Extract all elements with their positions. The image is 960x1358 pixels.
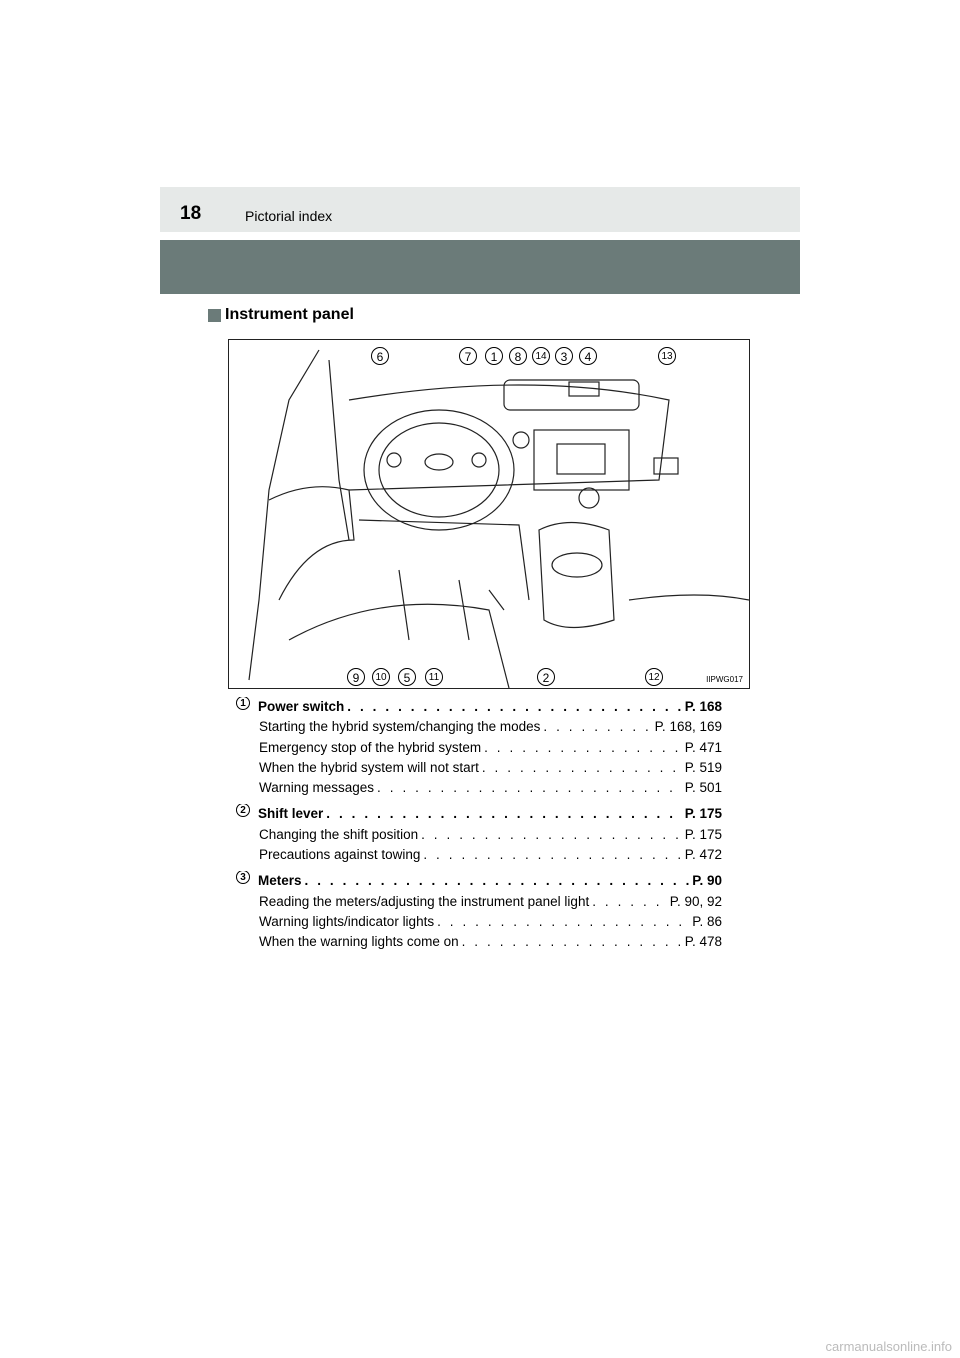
item-title: Power switch	[258, 699, 345, 714]
page-ref[interactable]: P. 168	[684, 699, 722, 714]
callout-6: 6	[371, 347, 389, 365]
page-number: 18	[180, 203, 202, 224]
callout-3: 3	[555, 347, 573, 365]
page-ref[interactable]: P. 471	[684, 739, 722, 755]
callout-5: 5	[398, 668, 416, 686]
page-ref[interactable]: P. 90, 92	[669, 893, 722, 909]
callout-11: 11	[425, 668, 443, 686]
section-bullet-icon	[208, 308, 221, 322]
sub-item: When the warning lights come on	[259, 934, 459, 950]
sub-item: Changing the shift position	[259, 826, 419, 842]
callout-9: 9	[347, 668, 365, 686]
page-ref[interactable]: P. 478	[684, 934, 722, 950]
list-item: 3 Meters P. 90 Reading the meters/adjustin…	[236, 871, 722, 952]
sub-item: Reading the meters/adjusting the instrum…	[259, 893, 590, 909]
list-item: 2 Shift lever P. 175 Changing the shift po…	[236, 804, 722, 865]
page-ref[interactable]: P. 175	[684, 806, 722, 822]
callout-1: 1	[485, 347, 503, 365]
page-ref[interactable]: P. 501	[684, 780, 722, 796]
page-ref[interactable]: P. 519	[684, 759, 722, 775]
instrument-panel-illustration: 6 7 1 8 14 3 4 13 9 10 5 11 2 12 IIPWG01…	[228, 339, 750, 689]
sub-item: Starting the hybrid system/changing the …	[259, 719, 541, 735]
callout-13: 13	[658, 347, 676, 365]
item-title: Meters	[258, 873, 302, 889]
page-ref[interactable]: P. 175	[684, 826, 722, 842]
section-heading: Instrument panel	[208, 306, 354, 324]
item-number: 3	[236, 871, 250, 885]
callout-10: 10	[372, 668, 390, 686]
figure-id: IIPWG017	[706, 675, 743, 684]
page-ref[interactable]: P. 90	[692, 873, 722, 889]
sub-item: Precautions against towing	[259, 847, 421, 863]
callout-2: 2	[537, 668, 555, 686]
item-number: 2	[236, 804, 250, 818]
header-band	[160, 240, 800, 294]
callout-7: 7	[459, 347, 477, 365]
dashboard-drawing	[248, 349, 749, 688]
callout-8: 8	[509, 347, 527, 365]
sub-item: Warning messages	[259, 780, 375, 796]
page-ref[interactable]: P. 472	[684, 847, 722, 863]
callout-4: 4	[579, 347, 597, 365]
section-title: Instrument panel	[225, 306, 354, 323]
item-list: 1 Power switch P. 168 Starting the hybrid …	[236, 697, 722, 959]
watermark: carmanualsonline.info	[825, 1339, 952, 1354]
page-ref[interactable]: P. 168, 169	[654, 719, 722, 735]
sub-item: Emergency stop of the hybrid system	[259, 739, 482, 755]
page-ref[interactable]: P. 86	[692, 913, 722, 929]
callout-14: 14	[532, 347, 550, 365]
list-item: 1 Power switch P. 168 Starting the hybrid …	[236, 697, 722, 798]
callout-12: 12	[645, 668, 663, 686]
sub-item: Warning lights/indicator lights	[259, 913, 435, 929]
item-number: 1	[236, 697, 250, 710]
chapter-title: Pictorial index	[245, 208, 333, 224]
item-title: Shift lever	[258, 806, 324, 822]
sub-item: When the hybrid system will not start	[259, 759, 479, 775]
page-header	[160, 187, 800, 232]
